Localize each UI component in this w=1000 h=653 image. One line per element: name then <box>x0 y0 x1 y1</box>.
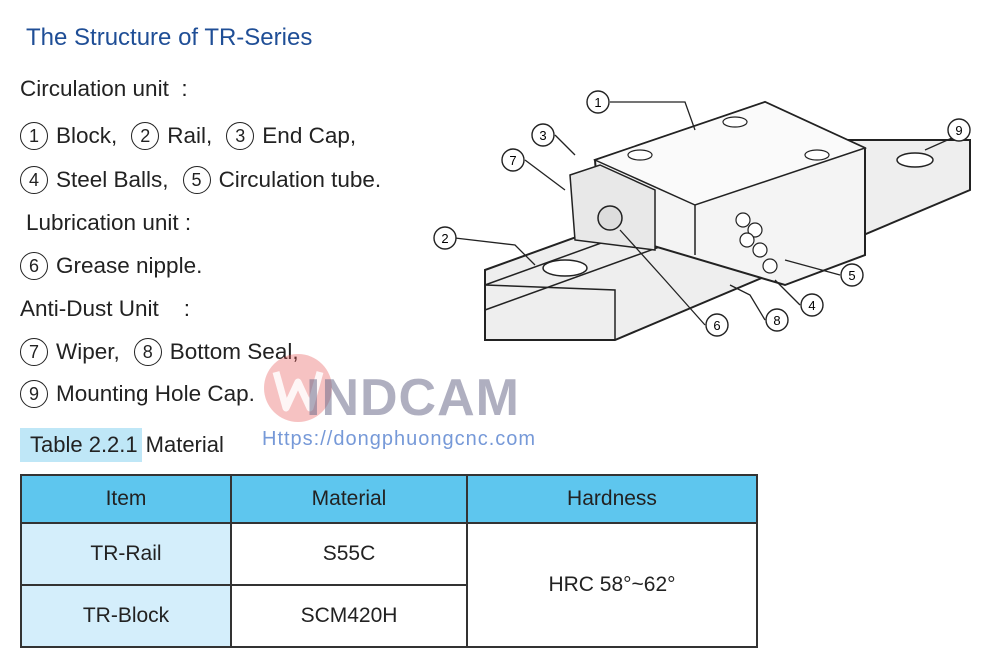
callout-2: 2 <box>433 226 457 250</box>
parts-line-5: 9 Mounting Hole Cap. <box>20 380 255 408</box>
table-caption-tag: Table 2.2.1 <box>20 428 142 462</box>
windcam-logo-icon <box>264 354 332 422</box>
svg-text:4: 4 <box>808 298 815 313</box>
part-number: 8 <box>133 338 162 366</box>
table-caption: Table 2.2.1 Material <box>20 428 224 462</box>
callout-3: 3 <box>531 123 555 147</box>
section-circulation: Circulation unit : <box>20 76 188 101</box>
header-hardness: Hardness <box>466 474 758 524</box>
part-label: End Cap, <box>262 123 357 148</box>
cell-hardness: HRC 58°~62° <box>466 522 758 648</box>
callout-9: 9 <box>947 118 971 142</box>
cell-material: S55C <box>230 522 468 586</box>
callout-6: 6 <box>705 313 729 337</box>
svg-text:1: 1 <box>594 95 601 110</box>
parts-line-1: 1 Block, 2 Rail, 3 End Cap, <box>20 122 356 150</box>
cell-material: SCM420H <box>230 584 468 648</box>
table-row: TR-Rail S55C HRC 58°~62° <box>20 522 758 648</box>
callout-4: 4 <box>800 293 824 317</box>
part-label: Block, <box>56 123 118 148</box>
part-number: 5 <box>182 166 211 194</box>
part-number: 6 <box>20 252 48 280</box>
svg-text:2: 2 <box>441 231 448 246</box>
cell-item: TR-Rail <box>20 522 232 586</box>
header-material: Material <box>230 474 468 524</box>
section-antidust: Anti-Dust Unit : <box>20 296 191 321</box>
part-label: Wiper, <box>56 339 120 364</box>
callout-8: 8 <box>765 308 789 332</box>
part-label: Circulation tube. <box>218 167 382 192</box>
cell-item: TR-Block <box>20 584 232 648</box>
grease-nipple-shape <box>597 205 623 231</box>
part-number: 4 <box>20 166 48 194</box>
parts-line-4: 7 Wiper, 8 Bottom Seal, <box>20 338 299 366</box>
svg-text:9: 9 <box>955 123 962 138</box>
parts-line-2: 4 Steel Balls, 5 Circulation tube. <box>20 166 381 194</box>
callout-5: 5 <box>840 263 864 287</box>
table-caption-text: Material <box>145 432 224 457</box>
part-label: Steel Balls, <box>56 167 169 192</box>
part-label: Grease nipple. <box>56 253 203 278</box>
svg-text:3: 3 <box>539 128 546 143</box>
part-label: Mounting Hole Cap. <box>56 381 255 406</box>
callout-1: 1 <box>586 90 610 114</box>
header-item: Item <box>20 474 232 524</box>
part-number: 2 <box>131 122 160 150</box>
table-header-row: Item Material Hardness <box>20 474 758 524</box>
svg-text:7: 7 <box>509 153 516 168</box>
part-label: Bottom Seal, <box>169 339 299 364</box>
linear-guide-diagram: 1 3 7 9 2 5 4 8 6 <box>433 90 971 341</box>
svg-text:8: 8 <box>773 313 780 328</box>
part-label: Rail, <box>167 123 213 148</box>
part-number: 9 <box>20 380 48 408</box>
page-title: The Structure of TR-Series <box>26 24 313 51</box>
material-table: Item Material Hardness TR-Rail S55C HRC … <box>20 474 758 648</box>
table-row: TR-Block SCM420H <box>20 584 757 648</box>
svg-text:6: 6 <box>713 318 720 333</box>
part-number: 7 <box>20 338 48 366</box>
section-lubrication: Lubrication unit : <box>26 210 192 235</box>
watermark-url: Https://dongphuongcnc.com <box>262 428 537 450</box>
part-number: 1 <box>20 122 48 150</box>
watermark-brand: INDCAM <box>306 369 520 427</box>
callout-7: 7 <box>501 148 525 172</box>
watermark: INDCAM Https://dongphuongcnc.com <box>258 346 588 456</box>
part-number: 3 <box>226 122 255 150</box>
svg-text:5: 5 <box>848 268 855 283</box>
parts-line-3: 6 Grease nipple. <box>20 252 202 280</box>
